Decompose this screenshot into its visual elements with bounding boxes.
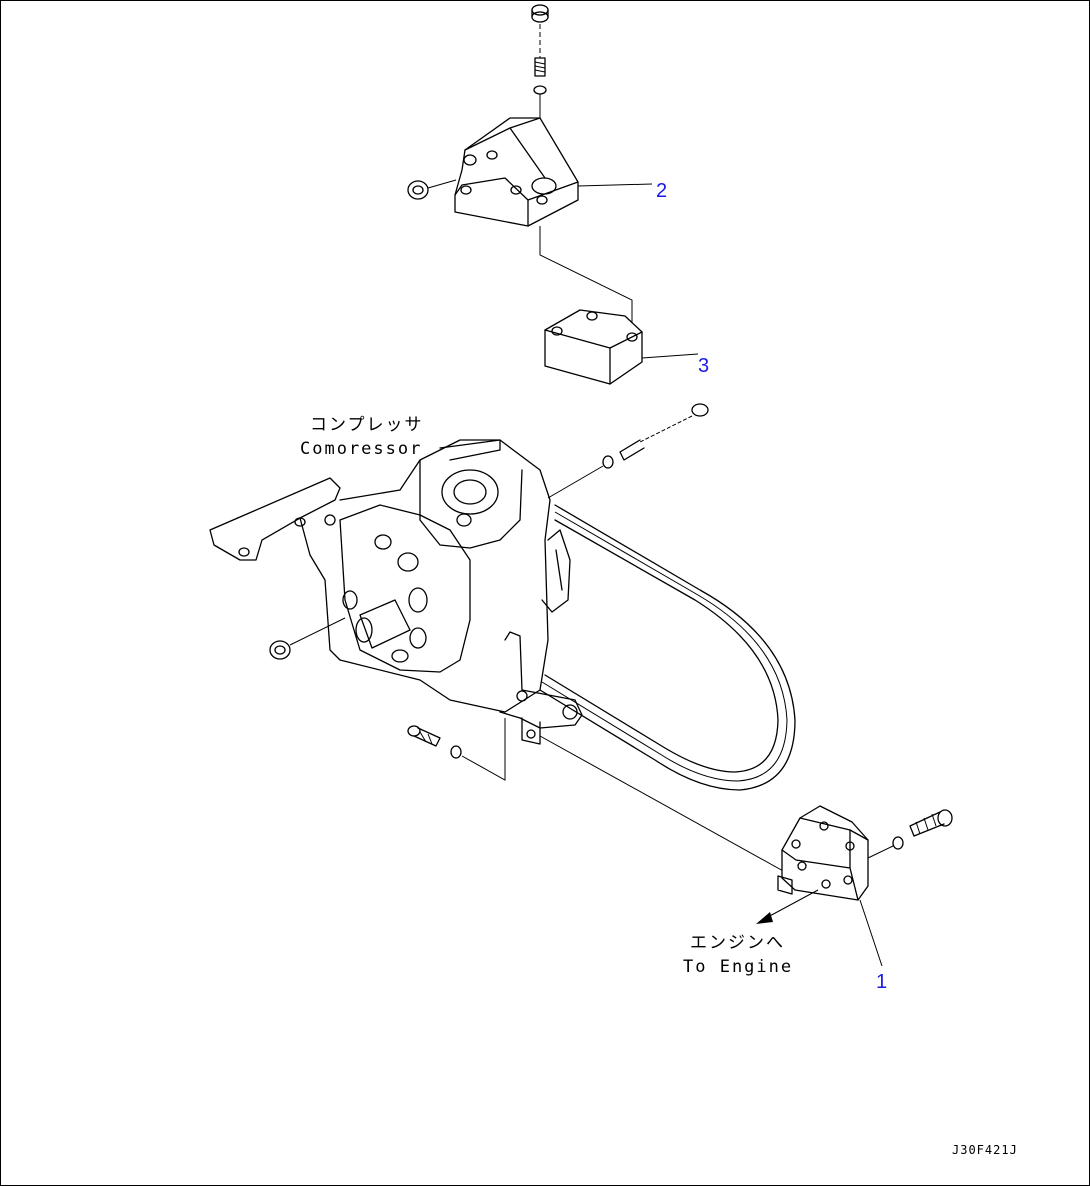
leader-line-3: [641, 353, 699, 359]
drawing-code: J30F421J: [952, 1143, 1018, 1157]
leader-line-1: [859, 899, 883, 967]
engine-label-en: To Engine: [683, 957, 793, 977]
compressor-label-en: Comoressor: [300, 439, 422, 459]
long-bolt-upper: [547, 403, 709, 499]
callout-2: 2: [656, 180, 667, 202]
assembly-line-2-3: [539, 226, 633, 340]
compressor-label-jp: コンプレッサ: [310, 415, 424, 435]
callout-1: 1: [876, 971, 887, 993]
drive-belt: [539, 504, 796, 791]
engine-label-jp: エンジンへ: [690, 933, 785, 953]
spacer-part-3: [544, 309, 699, 385]
callout-3: 3: [698, 355, 709, 377]
leader-line-2: [577, 183, 653, 187]
mounting-plate-part-1: [777, 805, 953, 967]
to-engine-arrow: [756, 889, 819, 924]
compressor-body: [209, 439, 583, 745]
lower-bolt-assembly: [407, 718, 506, 781]
left-nut: [269, 617, 346, 660]
bracket-part-2: [407, 117, 653, 227]
assembly-line-1: [539, 735, 786, 873]
